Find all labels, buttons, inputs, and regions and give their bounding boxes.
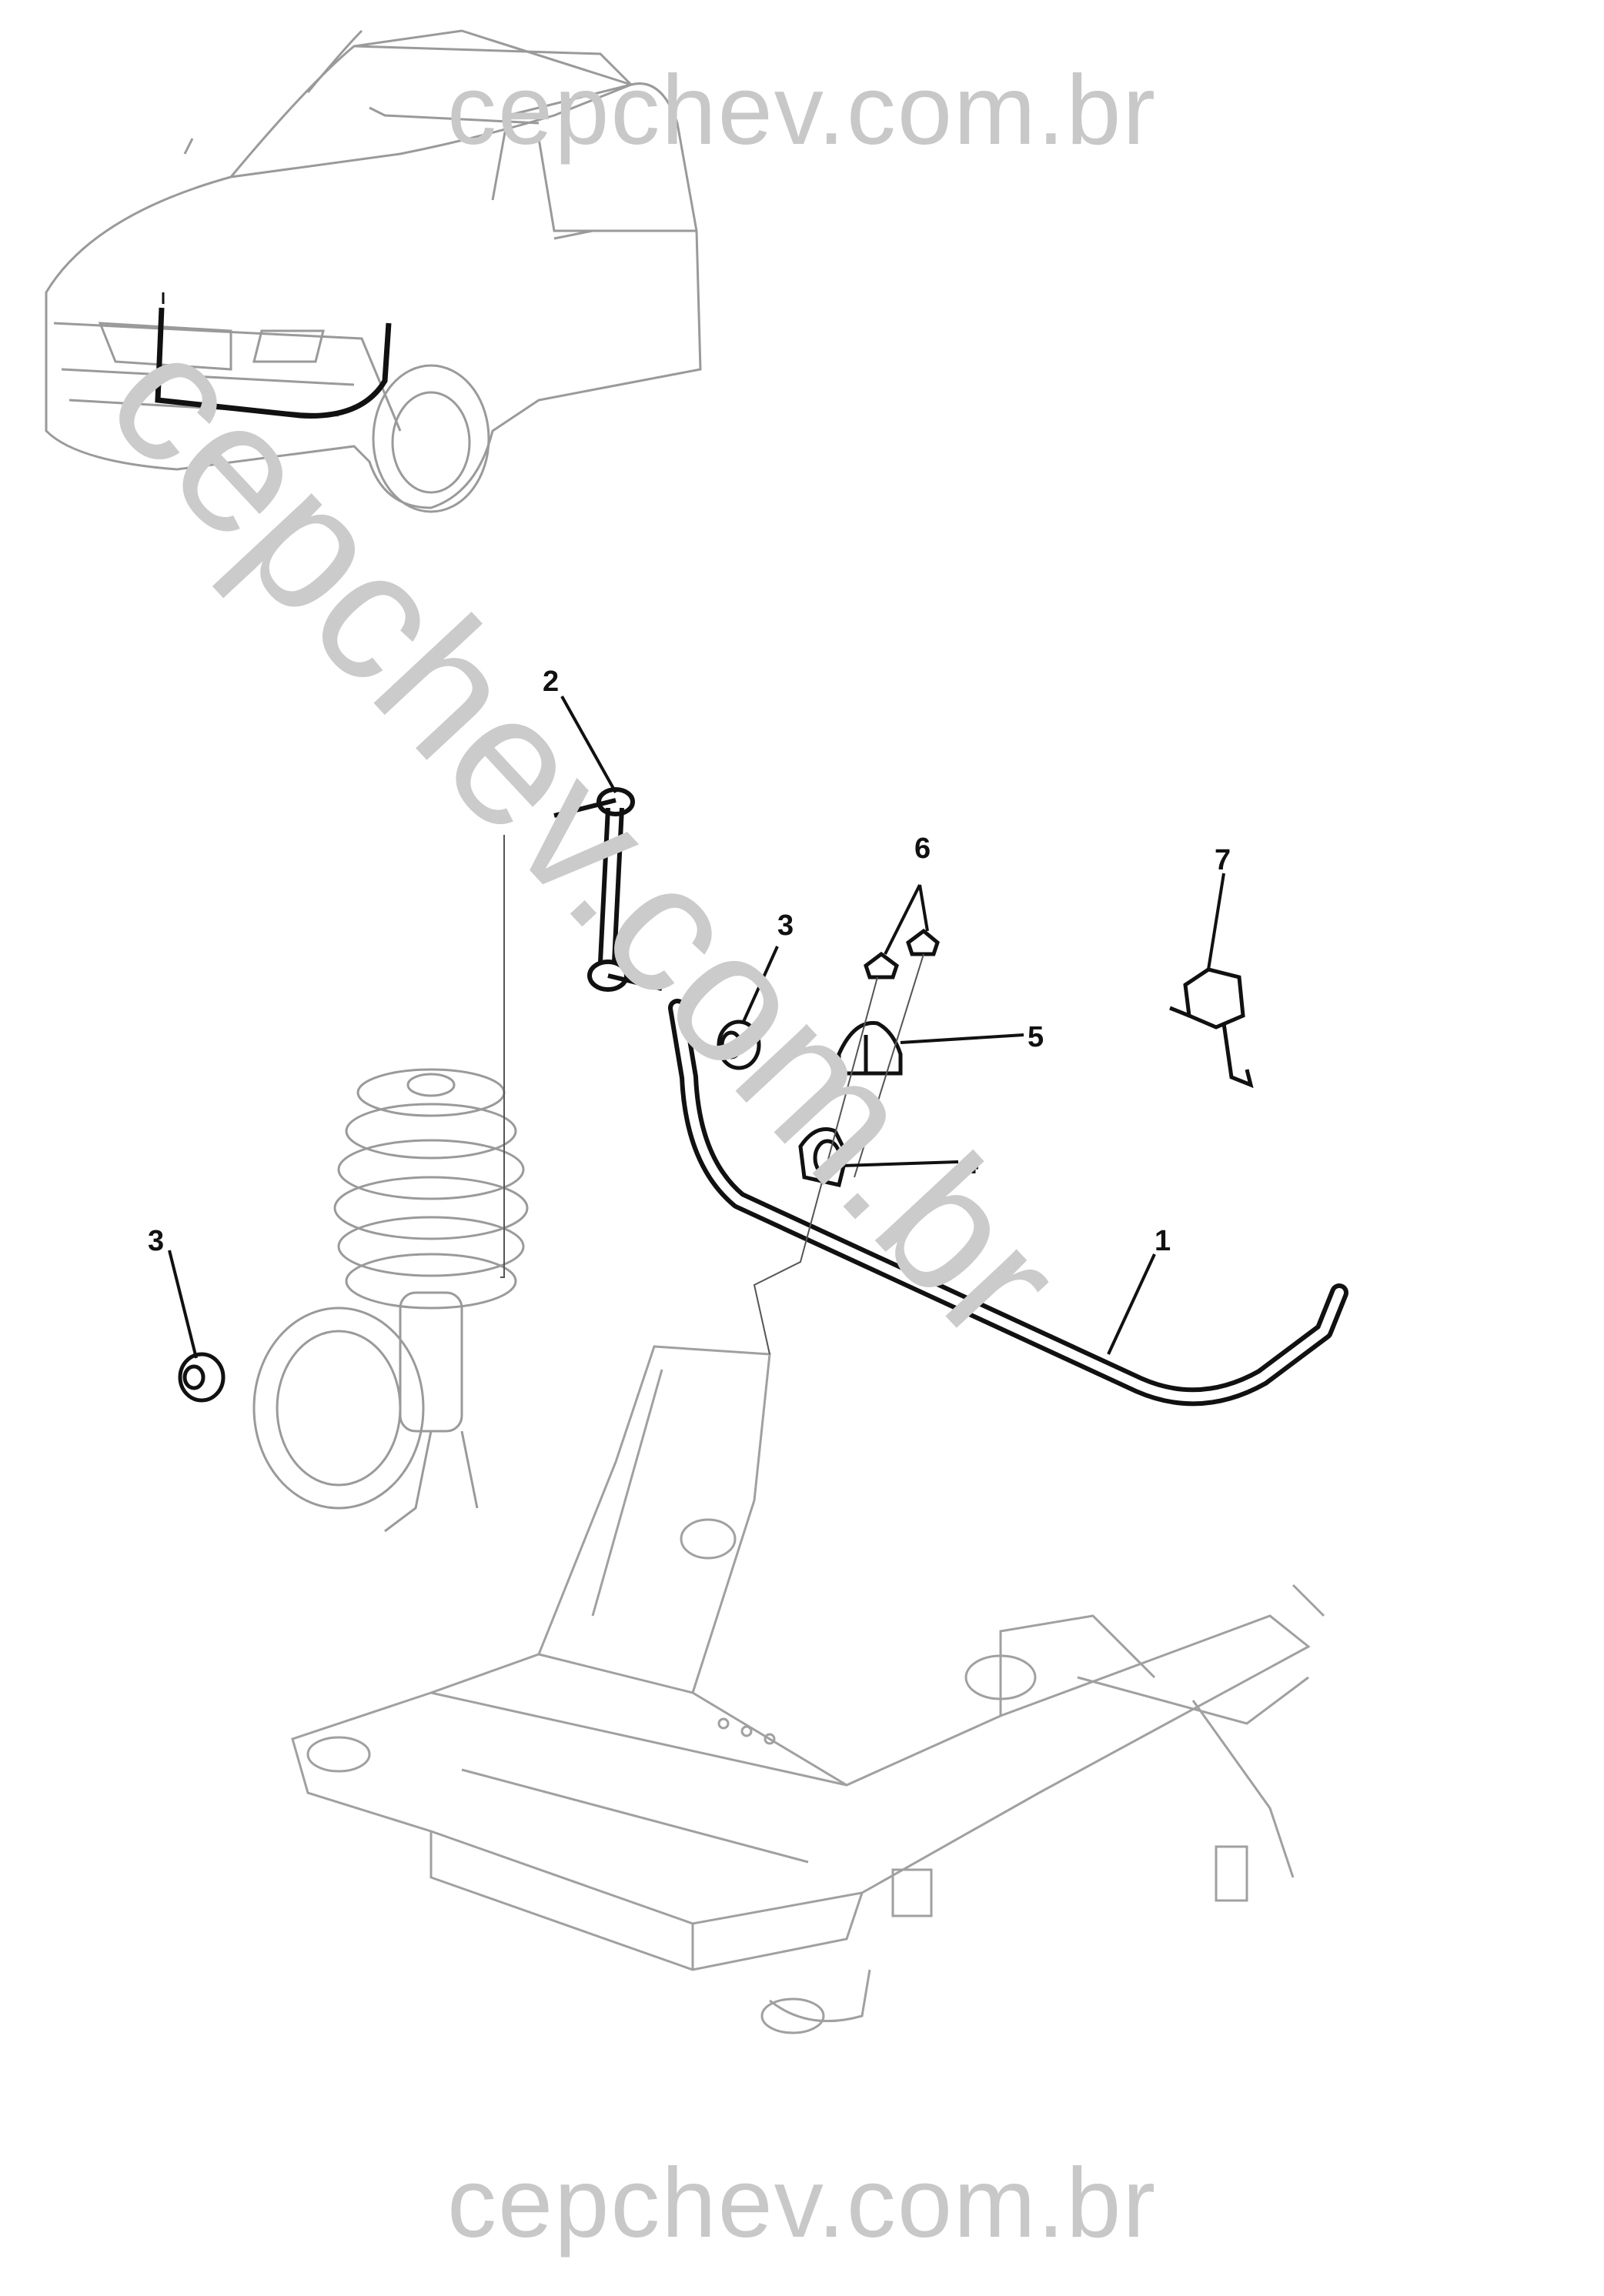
- bushing-3-right: [717, 1020, 761, 1070]
- subframe: [291, 1345, 1325, 2034]
- callout-4: 4: [962, 1148, 978, 1180]
- stabilizer-link: [553, 787, 663, 992]
- nuts-6: [864, 928, 940, 979]
- car-overview: [45, 29, 702, 513]
- bushing-4: [798, 1127, 849, 1187]
- callout-3-right: 3: [777, 909, 794, 942]
- callout-1: 1: [1155, 1225, 1171, 1257]
- strut-assembly: [252, 1068, 529, 1533]
- callout-5: 5: [1028, 1021, 1044, 1053]
- highlight-outline: [155, 307, 392, 419]
- sensor-bracket-7: [1169, 967, 1254, 1089]
- callout-3-left: 3: [148, 1225, 164, 1257]
- bushing-3-left: [178, 1352, 226, 1403]
- leader-lines: [168, 696, 1225, 1359]
- callout-6: 6: [914, 833, 931, 865]
- callout-7: 7: [1215, 844, 1231, 876]
- callout-2: 2: [543, 666, 559, 698]
- watermark-top: cepchev.com.br: [447, 55, 1157, 165]
- watermark-bottom: cepchev.com.br: [447, 2148, 1157, 2258]
